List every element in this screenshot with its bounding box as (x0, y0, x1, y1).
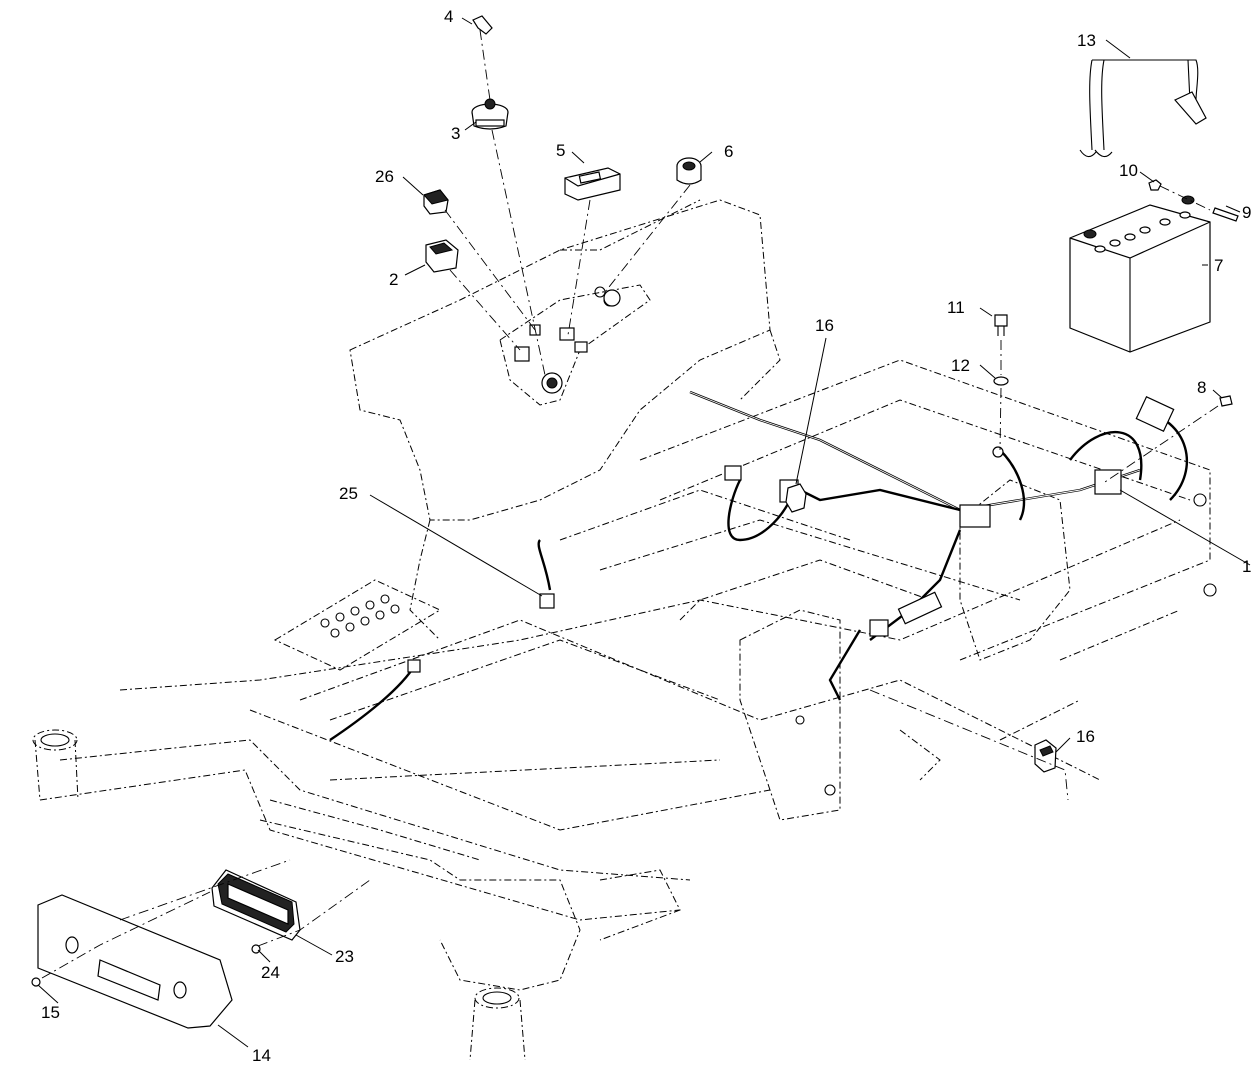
ignition-switch-icon (471, 98, 509, 130)
battery-strap-icon (1079, 59, 1207, 158)
screw-icon (1219, 395, 1233, 407)
callout-3: 3 (451, 124, 460, 143)
leader-lines (37, 17, 1251, 1048)
toggle-switch-icon (423, 189, 449, 215)
callout-7: 7 (1214, 256, 1223, 275)
wire-harness (329, 390, 1189, 741)
bolt-11-icon (994, 314, 1008, 336)
callout-24: 24 (261, 963, 280, 982)
screw-24-icon (251, 944, 261, 954)
relay-upper-icon (785, 483, 807, 513)
callout-23: 23 (335, 947, 354, 966)
console-panel (499, 284, 651, 406)
callout-15: 15 (41, 1003, 60, 1022)
callout-labels: 4 3 5 6 26 2 13 10 9 7 8 11 12 16 1 16 2… (41, 7, 1251, 1065)
headlight-icon (211, 869, 301, 941)
assembly-lines (41, 29, 1219, 979)
nut-icon (1148, 179, 1162, 191)
relay-icon (1034, 739, 1057, 773)
hour-meter-icon (564, 167, 621, 201)
callout-16-upper: 16 (815, 316, 834, 335)
callout-8: 8 (1197, 378, 1206, 397)
mower-frame (32, 199, 1211, 1061)
frame-holes (320, 286, 1217, 796)
callout-13: 13 (1077, 31, 1096, 50)
rocker-switch-icon (425, 239, 459, 273)
bolt-icon (1212, 207, 1239, 222)
callout-10: 10 (1119, 161, 1138, 180)
power-port-icon (676, 157, 702, 185)
washer-icon (993, 376, 1009, 386)
callout-6: 6 (724, 142, 733, 161)
callout-12: 12 (951, 356, 970, 375)
callout-4: 4 (444, 7, 453, 26)
light-guard-icon (37, 894, 233, 1029)
screw-15-icon (31, 977, 41, 987)
callout-16-lower: 16 (1076, 727, 1095, 746)
key-clip-icon (472, 15, 493, 35)
callout-1: 1 (1242, 557, 1251, 576)
callout-26: 26 (375, 167, 394, 186)
callout-25: 25 (339, 484, 358, 503)
callout-14: 14 (252, 1046, 271, 1065)
battery-icon (1069, 195, 1211, 353)
callout-9: 9 (1242, 203, 1251, 222)
callout-2: 2 (389, 270, 398, 289)
callout-5: 5 (556, 141, 565, 160)
callout-11: 11 (947, 298, 965, 317)
